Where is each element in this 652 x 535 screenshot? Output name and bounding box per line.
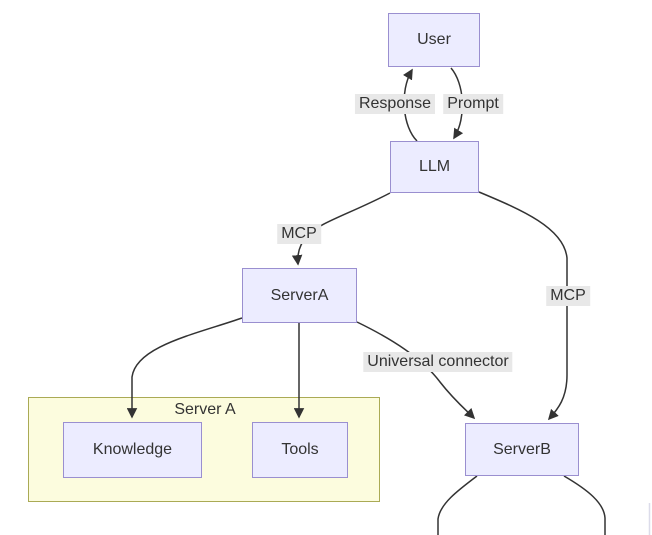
node-llm: LLM	[390, 141, 479, 193]
node-servera-label: ServerA	[270, 286, 329, 304]
edge-label-mcp-left: MCP	[277, 224, 321, 244]
edge-llm-to-serverb-mcp	[478, 191, 568, 421]
edge-servera-to-knowledge	[126, 317, 243, 419]
node-knowledge-label: Knowledge	[92, 441, 173, 458]
node-tools-label: Tools	[281, 441, 319, 458]
edge-label-universal-connector: Universal connector	[363, 352, 513, 372]
cluster-server-a-label: Server A	[174, 401, 236, 418]
node-user-label: User	[417, 31, 451, 48]
edge-label-response: Response	[354, 94, 436, 114]
node-tools: Tools	[252, 422, 348, 478]
node-serverb: ServerB	[465, 423, 579, 476]
node-serverb-label: ServerB	[493, 440, 551, 458]
edge-servera-to-serverb-universal	[356, 321, 476, 420]
node-llm-label: LLM	[418, 158, 451, 175]
edge-label-mcp-right: MCP	[546, 286, 590, 306]
node-servera: ServerA	[242, 268, 357, 323]
node-knowledge: Knowledge	[63, 422, 202, 478]
node-user: User	[388, 13, 480, 67]
edge-serverb-offscreen-left	[437, 475, 478, 535]
edge-serverb-offscreen-right	[563, 475, 606, 535]
edge-label-prompt: Prompt	[443, 94, 503, 114]
